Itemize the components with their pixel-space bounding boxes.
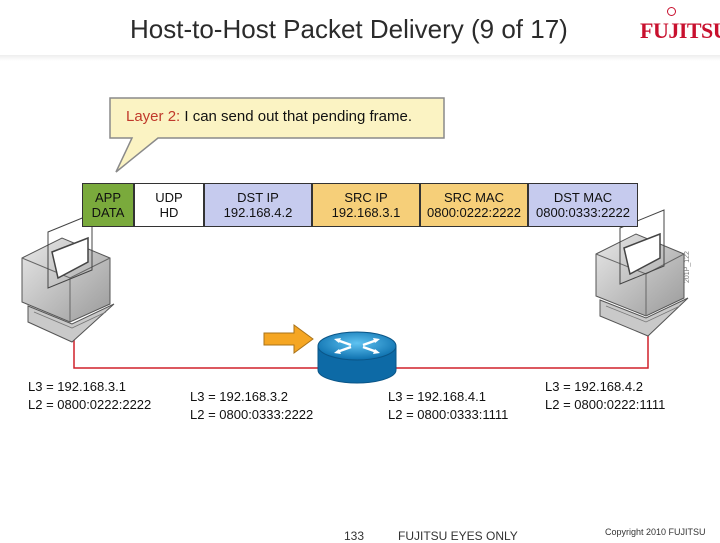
- router-right-l3: L3 = 192.168.4.1: [388, 389, 486, 404]
- logo-text: FUJITSU: [640, 18, 720, 43]
- host-b-l2: L2 = 0800:0222:1111: [545, 397, 666, 412]
- frame-field-name: SRC IP: [344, 190, 388, 205]
- router-icon: [317, 331, 397, 384]
- frame-field-value: 0800:0333:2222: [536, 205, 630, 220]
- frame-field-value: 0800:0222:2222: [427, 205, 521, 220]
- fujitsu-logo: FUJITSU: [640, 7, 720, 44]
- router-right-addresses: L3 = 192.168.4.1 L2 = 0800:0333:1111: [388, 388, 508, 424]
- frame-field-src-mac: SRC MAC 0800:0222:2222: [420, 183, 528, 227]
- host-a-computer-icon: [21, 213, 115, 343]
- host-a-l3: L3 = 192.168.3.1: [28, 379, 126, 394]
- frame-field-value: 192.168.4.2: [223, 205, 293, 220]
- footer-label: FUJITSU EYES ONLY: [398, 529, 518, 543]
- copyright: Copyright 2010 FUJITSU: [605, 527, 706, 537]
- callout-label: Layer 2:: [126, 108, 181, 125]
- frame-field-name: DST MAC: [553, 190, 613, 205]
- host-a-l2: L2 = 0800:0222:2222: [28, 397, 152, 412]
- router-left-l2: L2 = 0800:0333:2222: [190, 407, 314, 422]
- router-left-addresses: L3 = 192.168.3.2 L2 = 0800:0333:2222: [190, 388, 313, 424]
- callout-bubble: [109, 97, 445, 173]
- host-b-addresses: L3 = 192.168.4.2 L2 = 0800:0222:1111: [545, 378, 665, 414]
- frame-field-app-data: APP DATA: [82, 183, 134, 227]
- host-b-l3: L3 = 192.168.4.2: [545, 379, 643, 394]
- direction-arrow-icon: [263, 324, 314, 354]
- header-band: [0, 55, 720, 61]
- logo-infinity-mark: [667, 7, 676, 16]
- router-left-l3: L3 = 192.168.3.2: [190, 389, 288, 404]
- callout-text: Layer 2: I can send out that pending fra…: [126, 108, 412, 125]
- frame-field-dst-ip: DST IP 192.168.4.2: [204, 183, 312, 227]
- frame-field-value: DATA: [91, 205, 125, 220]
- frame-field-value: 192.168.3.1: [331, 205, 401, 220]
- frame-field-udp-hd: UDP HD: [134, 183, 204, 227]
- page-number: 133: [344, 529, 365, 543]
- frame-field-name: APP: [94, 190, 121, 205]
- frame-field-dst-mac: DST MAC 0800:0333:2222: [528, 183, 638, 227]
- host-b-computer-icon: [595, 209, 689, 337]
- frame-field-name: SRC MAC: [444, 190, 504, 205]
- router-right-l2: L2 = 0800:0333:1111: [388, 407, 509, 422]
- page-title: Host-to-Host Packet Delivery (9 of 17): [130, 14, 568, 44]
- frame-field-name: DST IP: [237, 190, 279, 205]
- frame-field-value: HD: [159, 205, 179, 220]
- figure-code: 201P_122: [684, 251, 691, 283]
- frame-header: APP DATA UDP HD DST IP 192.168.4.2 SRC I…: [82, 183, 638, 227]
- callout-message: I can send out that pending frame.: [180, 108, 413, 125]
- host-a-addresses: L3 = 192.168.3.1 L2 = 0800:0222:2222: [28, 378, 151, 414]
- frame-field-name: UDP: [155, 190, 183, 205]
- frame-field-src-ip: SRC IP 192.168.3.1: [312, 183, 420, 227]
